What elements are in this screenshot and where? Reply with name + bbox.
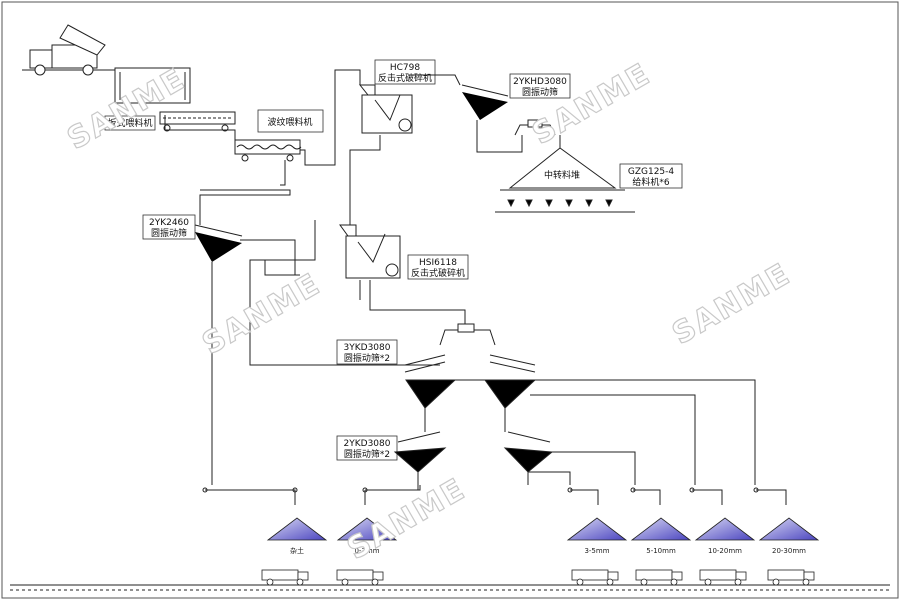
gzg-label: GZG125-4 给料机*6: [619, 163, 683, 189]
svg-text:圆振动筛: 圆振动筛: [522, 86, 558, 98]
svg-text:圆振动筛*2: 圆振动筛*2: [344, 352, 390, 364]
screen-2yk-icon: [194, 224, 243, 262]
svg-text:反击式破碎机: 反击式破碎机: [411, 267, 465, 279]
ground: [10, 584, 890, 591]
svg-text:GZG125-4: GZG125-4: [628, 167, 675, 177]
svg-text:反击式破碎机: 反击式破碎机: [378, 72, 432, 84]
plate-feeder-label: 板式喂料机: [104, 115, 156, 131]
svg-text:给料机*6: 给料机*6: [632, 176, 670, 188]
gzg-feeders-icon: [495, 199, 635, 213]
truck-icons: [261, 569, 815, 586]
svg-text:杂土: 杂土: [290, 546, 304, 555]
svg-text:20-30mm: 20-30mm: [772, 547, 806, 555]
svg-text:圆振动筛: 圆振动筛: [151, 227, 187, 239]
screen-2ykd-label: 2YKD3080 圆振动筛*2: [336, 435, 398, 461]
wave-feeder-icon: [234, 139, 302, 162]
plate-feeder-hopper-icon: [114, 67, 191, 104]
hsi-label: HSI6118 反击式破碎机: [407, 254, 469, 280]
svg-text:2YKHD3080: 2YKHD3080: [513, 77, 567, 87]
plate-feeder-icon: [159, 111, 236, 132]
hc798-label: HC798 反击式破碎机: [374, 59, 436, 85]
hc798-crusher-icon: [358, 84, 413, 134]
svg-text:HSI6118: HSI6118: [419, 258, 457, 268]
flow-lines: [164, 69, 756, 490]
product-pile-3: 3-5mm: [566, 517, 628, 555]
svg-text:板式喂料机: 板式喂料机: [107, 117, 152, 129]
svg-text:10-20mm: 10-20mm: [708, 547, 742, 555]
product-pile-2: 0-3mm: [336, 517, 398, 555]
wave-feeder-label: 波纹喂料机: [257, 109, 324, 133]
svg-text:SANME: SANME: [197, 266, 327, 361]
screen-top-label: 2YKHD3080 圆振动筛: [509, 73, 571, 99]
svg-text:2YKD3080: 2YKD3080: [344, 439, 391, 449]
screen-3ykd-icon: [404, 354, 537, 409]
screen-top-icon: [461, 84, 509, 120]
hsi-crusher-icon: [339, 224, 401, 279]
watermarks: SANME SANME SANME SANME SANME: [61, 56, 798, 568]
svg-text:3YKD3080: 3YKD3080: [344, 343, 391, 353]
svg-text:3-5mm: 3-5mm: [584, 547, 609, 555]
product-pile-4: 5-10mm: [630, 517, 692, 555]
svg-text:SANME: SANME: [527, 56, 657, 151]
stockpile-icon: 中转料堆: [500, 147, 625, 191]
svg-text:波纹喂料机: 波纹喂料机: [267, 116, 312, 128]
svg-text:5-10mm: 5-10mm: [646, 547, 676, 555]
svg-text:SANME: SANME: [342, 471, 472, 566]
screen-2ykd-icon: [393, 431, 554, 473]
transfer-feeder-icon: [514, 119, 556, 136]
svg-text:圆振动筛*2: 圆振动筛*2: [344, 448, 390, 460]
screen-2yk-label: 2YK2460 圆振动筛: [142, 214, 196, 240]
product-pile-6: 20-30mm: [758, 517, 820, 555]
svg-text:2YK2460: 2YK2460: [149, 218, 189, 228]
dump-truck-icon: [22, 24, 120, 76]
distributor-icon: [439, 323, 496, 346]
product-conveyors: [202, 485, 787, 505]
product-pile-1: 杂土: [266, 517, 328, 555]
svg-text:0-3mm: 0-3mm: [354, 547, 379, 555]
svg-text:中转料堆: 中转料堆: [544, 169, 580, 181]
screen-3ykd-label: 3YKD3080 圆振动筛*2: [336, 339, 398, 365]
svg-text:SANME: SANME: [667, 256, 797, 351]
product-pile-5: 10-20mm: [694, 517, 756, 555]
svg-text:HC798: HC798: [390, 63, 421, 73]
